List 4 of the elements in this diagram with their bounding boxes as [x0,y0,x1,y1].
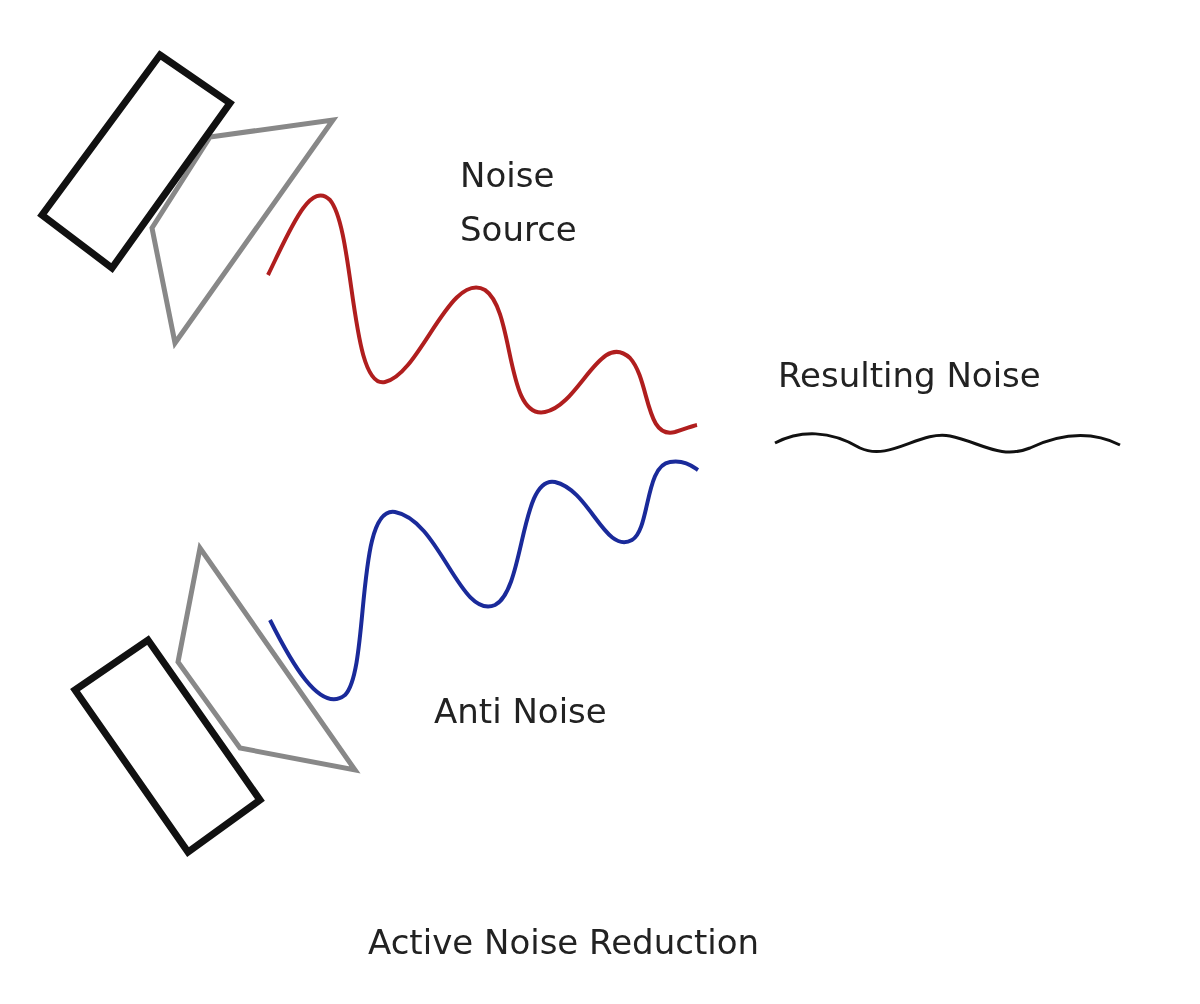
caption: Active Noise Reduction [368,921,760,964]
wave-label: Anti Noise [434,690,607,733]
wave-label: Resulting Noise [778,354,1041,397]
wave-label: Noise Source [460,154,578,252]
